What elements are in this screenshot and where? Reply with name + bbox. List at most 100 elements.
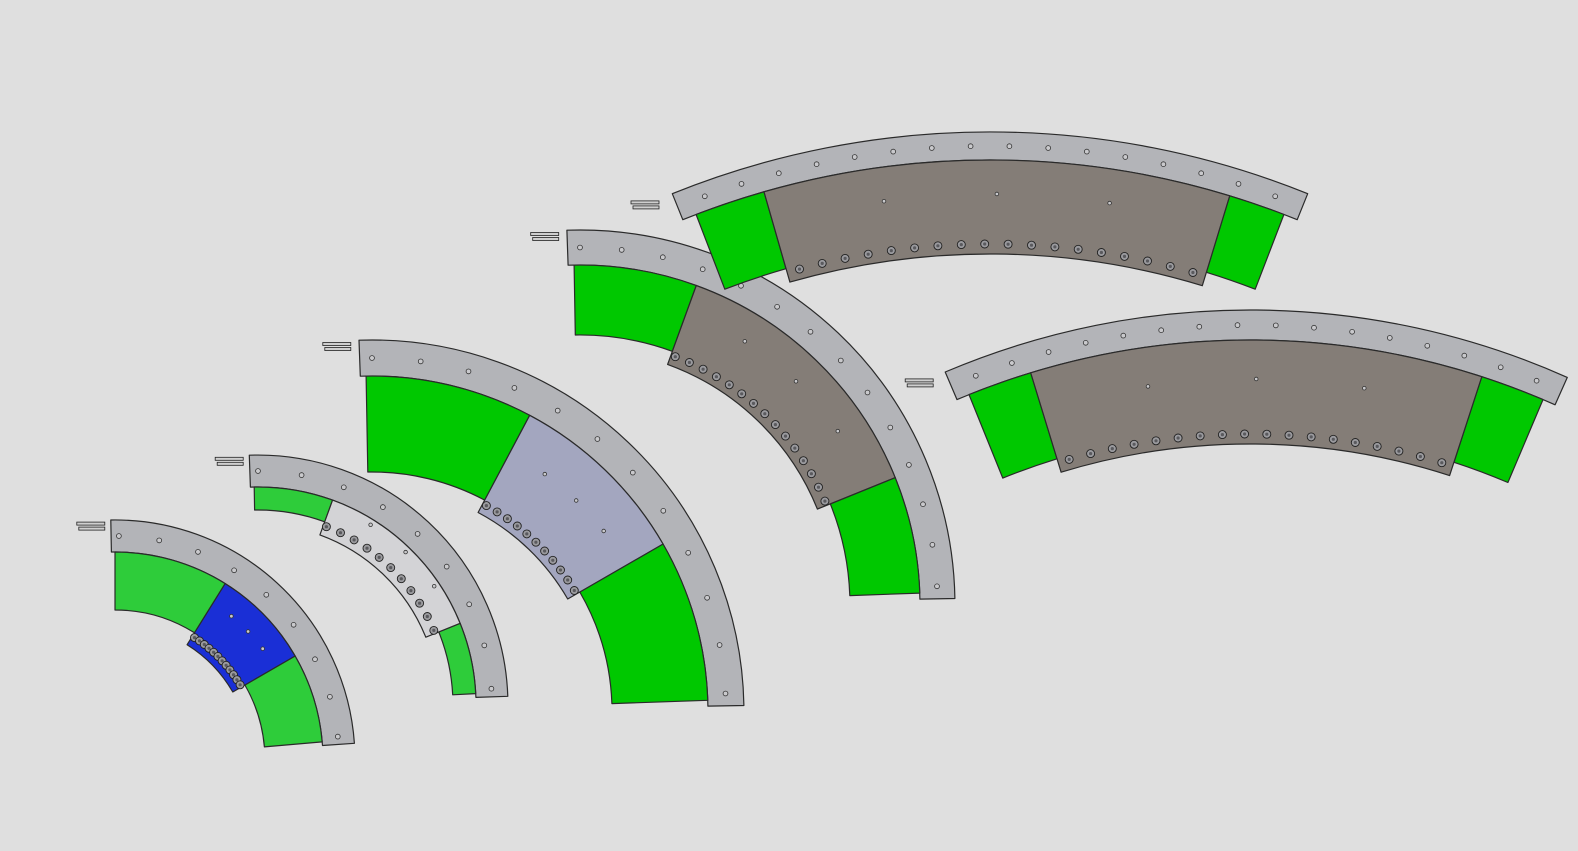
bolt-center: [377, 555, 381, 560]
liner-right: [829, 477, 921, 597]
bolt-center: [1067, 457, 1071, 461]
rim-hole: [1120, 332, 1127, 339]
rim-hole: [414, 531, 421, 537]
rim-hole: [837, 357, 844, 364]
plate-hole: [368, 522, 373, 527]
bolt-center: [224, 663, 228, 667]
rim-hole: [369, 355, 375, 361]
rim-hole: [1235, 181, 1242, 187]
segment-1: [76, 519, 355, 748]
liner-right: [1453, 376, 1544, 484]
bolt-center: [1053, 245, 1057, 249]
rim-hole: [1045, 349, 1052, 355]
shaft-stub: [76, 521, 106, 526]
rim-hole: [594, 436, 601, 442]
plate-hole: [542, 471, 547, 477]
rim-hole: [1196, 323, 1203, 330]
rim-hole: [906, 462, 912, 468]
rim-hole: [660, 507, 667, 514]
plate-hole: [994, 191, 1000, 197]
rim-hole: [716, 642, 723, 648]
bolt-center: [783, 434, 788, 438]
rim-hole: [1387, 335, 1393, 341]
center-plate: [763, 159, 1231, 287]
rim-hole: [685, 549, 691, 556]
rim-hole: [699, 266, 706, 273]
rim-hole: [380, 504, 386, 510]
bolt-center: [484, 504, 488, 508]
bolt-center: [1243, 432, 1247, 436]
bolt-center: [727, 383, 731, 387]
bolt-center: [1122, 254, 1127, 258]
rim-hole: [156, 537, 163, 544]
bolt-center: [1076, 247, 1080, 251]
rim-hole: [972, 372, 979, 379]
bolt-center: [238, 683, 242, 687]
rim-hole: [1082, 339, 1089, 346]
bolt-center: [959, 243, 963, 247]
bolt-center: [1287, 433, 1291, 437]
bolt-center: [1220, 433, 1224, 437]
segment-6: [904, 309, 1568, 484]
bolt-center: [751, 401, 756, 405]
bolt-center: [1265, 432, 1269, 436]
rim-hole: [928, 145, 935, 151]
bolt-center: [1198, 434, 1202, 438]
rim-hole: [1497, 364, 1504, 371]
rim-hole: [1461, 352, 1468, 359]
bolt-center: [1168, 264, 1172, 268]
bolt-center: [324, 525, 328, 529]
shaft-stub: [214, 456, 244, 461]
bolt-center: [866, 252, 870, 256]
plate-hole: [1253, 376, 1259, 382]
rim-hole: [851, 154, 858, 160]
rim-hole: [511, 385, 518, 391]
rim-hole: [738, 181, 745, 187]
bolt-center: [793, 446, 797, 450]
rim-hole: [722, 690, 729, 697]
bolt-center: [495, 510, 499, 514]
plate-hole: [793, 379, 799, 384]
rim-hole: [1349, 328, 1355, 335]
rim-hole: [1424, 342, 1431, 349]
bolt-center: [534, 540, 538, 544]
bolt-center: [763, 412, 767, 416]
plate-hole: [1145, 384, 1151, 389]
bolt-center: [1154, 439, 1158, 443]
shaft-stub: [630, 200, 660, 205]
liner-right: [1205, 195, 1285, 290]
plate-hole: [260, 646, 265, 651]
bolt-center: [1309, 435, 1313, 439]
bolt-center: [1089, 452, 1093, 456]
shaft-stub: [904, 378, 934, 383]
segment-5: [630, 131, 1309, 290]
bolt-center: [197, 639, 202, 643]
shaft-stub: [216, 461, 244, 466]
rim-hole: [255, 468, 261, 474]
bolt-center: [1440, 461, 1444, 465]
plate-hole: [835, 428, 840, 434]
rim-hole: [298, 472, 305, 478]
rim-hole: [775, 170, 782, 177]
plate-hole: [432, 584, 437, 589]
plate-hole: [742, 339, 747, 344]
bolt-center: [338, 531, 343, 535]
bolt-center: [543, 549, 547, 553]
segment-4: [530, 229, 956, 600]
bolt-center: [352, 538, 356, 542]
plate-hole: [881, 198, 887, 204]
rim-hole: [1198, 170, 1204, 177]
bolt-center: [212, 650, 216, 654]
bolt-center: [687, 360, 692, 365]
rim-hole: [195, 549, 201, 555]
center-plate: [1030, 339, 1483, 477]
rim-hole: [1311, 324, 1317, 331]
rim-hole: [813, 161, 820, 168]
bolt-center: [823, 499, 827, 503]
bolt-center: [515, 524, 519, 528]
bolt-center: [1099, 250, 1103, 255]
bolt-center: [551, 558, 555, 562]
bolt-center: [220, 659, 224, 663]
liner-right: [244, 655, 323, 748]
